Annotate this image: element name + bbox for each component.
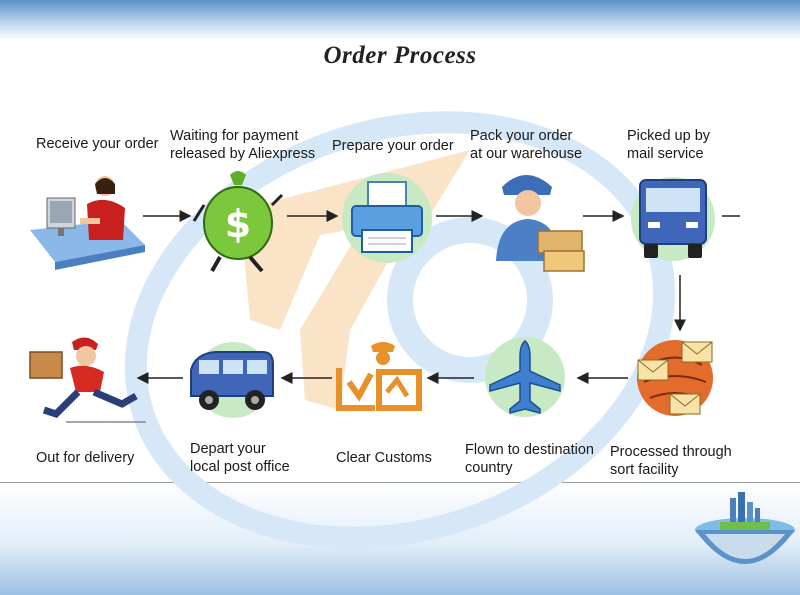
step-label-sort-facility: Processed through sort facility [610, 444, 732, 478]
svg-text:$: $ [225, 202, 251, 246]
mail-globe-icon [637, 340, 713, 416]
page-title: Order Process [323, 42, 477, 69]
warehouse-worker-icon [496, 175, 585, 272]
step-label-waiting-payment: Waiting for payment released by Aliexpre… [170, 128, 316, 162]
airplane-icon [485, 337, 565, 417]
person-at-computer-icon [30, 176, 145, 270]
printer-icon [342, 173, 432, 263]
truck-icon [631, 177, 715, 261]
customs-officer-icon [336, 342, 422, 411]
step-label-prepare-order: Prepare your order [332, 138, 454, 154]
step-label-clear-customs: Clear Customs [336, 450, 432, 466]
step-label-picked-up: Picked up by mail service [627, 128, 711, 162]
step-label-depart-post: Depart your local post office [190, 441, 290, 475]
step-label-receive-order: Receive your order [36, 136, 159, 152]
delivery-van-icon [190, 342, 274, 418]
divider-line [0, 482, 800, 483]
step-label-out-delivery: Out for delivery [36, 450, 135, 466]
step-label-pack-order: Pack your order at our warehouse [470, 128, 583, 162]
step-label-flown: Flown to destination country [465, 442, 594, 476]
delivery-runner-icon [29, 337, 146, 423]
money-bag-icon: $ [192, 171, 284, 273]
top-banner [0, 0, 800, 40]
city-globe-icon [695, 492, 795, 564]
